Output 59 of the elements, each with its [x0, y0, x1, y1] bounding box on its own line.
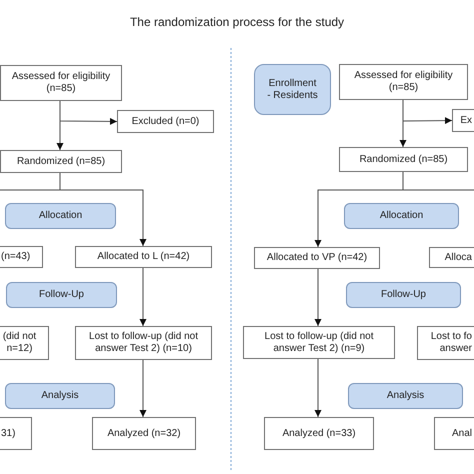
box-text: Ex [460, 114, 473, 126]
process-box [92, 417, 196, 450]
arrow [140, 268, 146, 326]
box-text: Lost to follow-up (did not answer Test 2) (n=10) [88, 331, 199, 355]
box-text: Lost to fo answer [430, 331, 473, 355]
box-text: (did not n=12) [2, 331, 38, 355]
process-box [0, 246, 43, 268]
process-box [0, 417, 32, 450]
phase-label-box [348, 383, 463, 409]
process-box [243, 326, 395, 359]
process-box [417, 326, 474, 360]
process-box [434, 417, 474, 450]
box-text: Allocation [378, 210, 424, 222]
box-text: Follow-Up [380, 289, 427, 301]
phase-label-box [5, 383, 115, 409]
arrow [314, 268, 322, 326]
connector-line [402, 172, 474, 190]
process-box [75, 326, 212, 360]
arrow [314, 358, 322, 418]
process-box [339, 147, 468, 172]
box-text: 31) [0, 428, 16, 440]
process-box [75, 246, 212, 268]
phase-label-box [6, 282, 117, 308]
process-box [254, 247, 380, 269]
box-text: Anal [452, 428, 473, 440]
connector-line [0, 172, 60, 190]
phase-label-box [344, 203, 459, 229]
process-box [339, 64, 468, 100]
box-text: Lost to follow-up (did not answer Test 2) (n=9) [264, 330, 374, 354]
process-box [0, 65, 122, 101]
box-text: Allocation [38, 210, 84, 222]
arrow [140, 360, 146, 418]
diagram-title: The randomization process for the study [130, 15, 344, 29]
box-text: (n=43) [0, 251, 30, 263]
box-text: Randomized (n=85) [358, 154, 449, 166]
process-box [429, 247, 474, 268]
box-text: Excluded (n=0) [130, 116, 200, 128]
process-box [0, 326, 49, 360]
process-box [117, 110, 214, 133]
phase-label-box [254, 64, 331, 115]
box-text: Analysis [386, 390, 426, 402]
box-text: Follow-Up [38, 289, 85, 301]
box-text: Randomized (n=85) [16, 156, 106, 168]
arrow [60, 100, 118, 125]
phase-label-box [346, 282, 461, 308]
process-box [264, 417, 374, 450]
arrow [402, 100, 452, 124]
phase-label-box [5, 203, 116, 229]
box-text: Enrollment - Residents [266, 78, 319, 102]
box-text: Allocated to L (n=42) [96, 251, 191, 263]
box-text: Allocated to VP (n=42) [266, 252, 368, 264]
box-text: Alloca [444, 252, 473, 264]
process-box [452, 109, 474, 132]
box-text: Assessed for eligibility (n=85) [10, 71, 112, 95]
box-text: Analyzed (n=32) [106, 428, 182, 440]
box-text: Analyzed (n=33) [281, 428, 357, 440]
box-text: Assessed for eligibility (n=85) [353, 70, 454, 94]
box-text: Analysis [40, 390, 80, 402]
process-box [0, 150, 122, 173]
